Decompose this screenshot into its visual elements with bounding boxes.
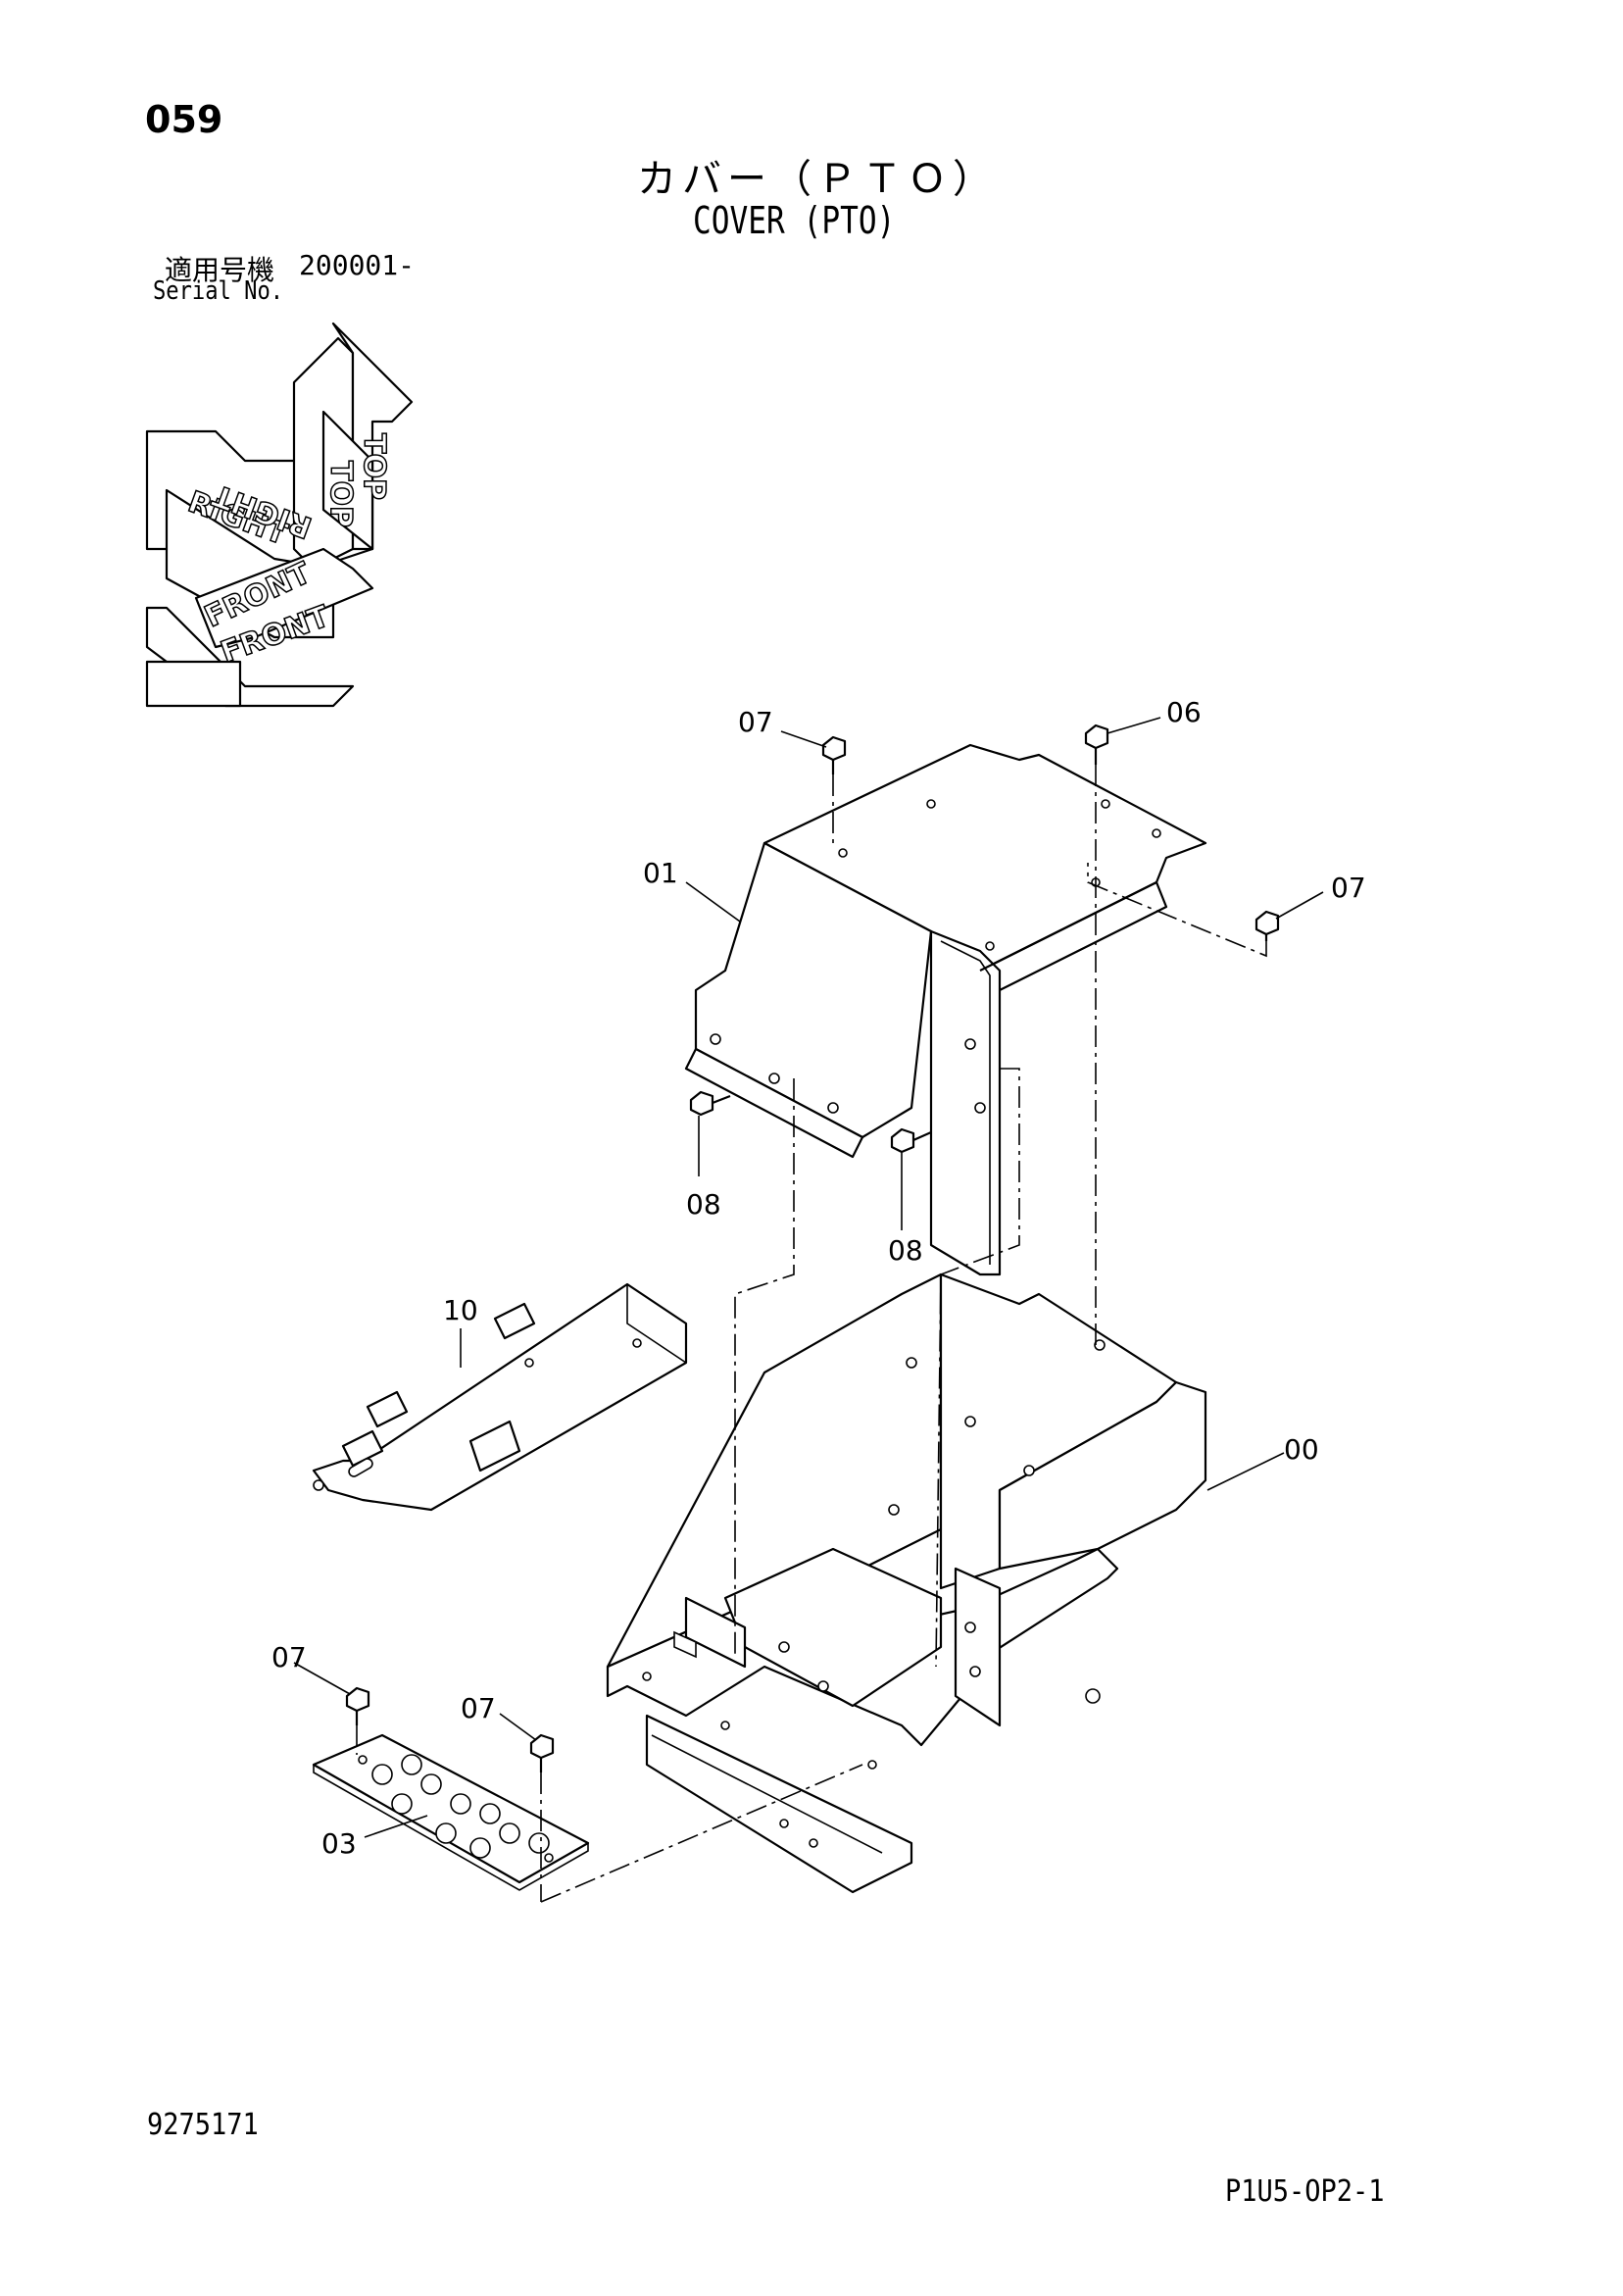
page-number: 059: [145, 98, 223, 141]
part-00-main-frame: [606, 1273, 1207, 1894]
label-part-07-right: 07: [1331, 872, 1366, 904]
label-part-07-lower-right: 07: [461, 1692, 496, 1724]
sheet-code: P1U5-OP2-1: [1225, 2174, 1385, 2209]
label-part-08-right: 08: [888, 1234, 923, 1267]
screw-08-right: [890, 1127, 932, 1154]
label-part-03: 03: [321, 1827, 357, 1860]
serial-label-japanese: 適用号機: [165, 254, 275, 286]
label-part-07-lower-left: 07: [271, 1641, 307, 1673]
screw-07-top-left: [821, 735, 847, 774]
drawing-number: 9275171: [147, 2108, 259, 2142]
title-japanese: カバー（ＰＴＯ）: [637, 157, 998, 202]
part-01-upper-cover: [684, 743, 1207, 1276]
label-part-08-left: 08: [686, 1188, 721, 1221]
assembly-lines: [356, 765, 1267, 1903]
screw-07-right: [1254, 910, 1280, 941]
orientation-label-top-1: TOP: [323, 461, 358, 527]
orientation-indicator: TOP TOP RIGHT RIGHT FRONT FRONT: [145, 322, 414, 708]
fasteners: [345, 724, 1280, 1772]
screw-07-lower-left: [345, 1686, 370, 1725]
screw-08-left: [689, 1090, 731, 1117]
part-03-plate: [312, 1733, 590, 1891]
part-10-bracket: [312, 1282, 688, 1512]
serial-range: 200001-: [299, 249, 416, 281]
label-part-10: 10: [443, 1294, 478, 1326]
leader-lines: [293, 717, 1324, 1838]
screw-06: [1084, 724, 1109, 765]
screw-07-lower-right: [529, 1733, 555, 1772]
label-part-01: 01: [643, 857, 678, 889]
label-part-00: 00: [1284, 1433, 1319, 1466]
orientation-label-top-2: TOP: [357, 433, 391, 500]
title-english: COVER (PTO): [693, 199, 896, 242]
label-part-07-top: 07: [738, 706, 773, 738]
label-part-06: 06: [1166, 696, 1202, 728]
serial-label-english: Serial No.: [153, 276, 284, 306]
